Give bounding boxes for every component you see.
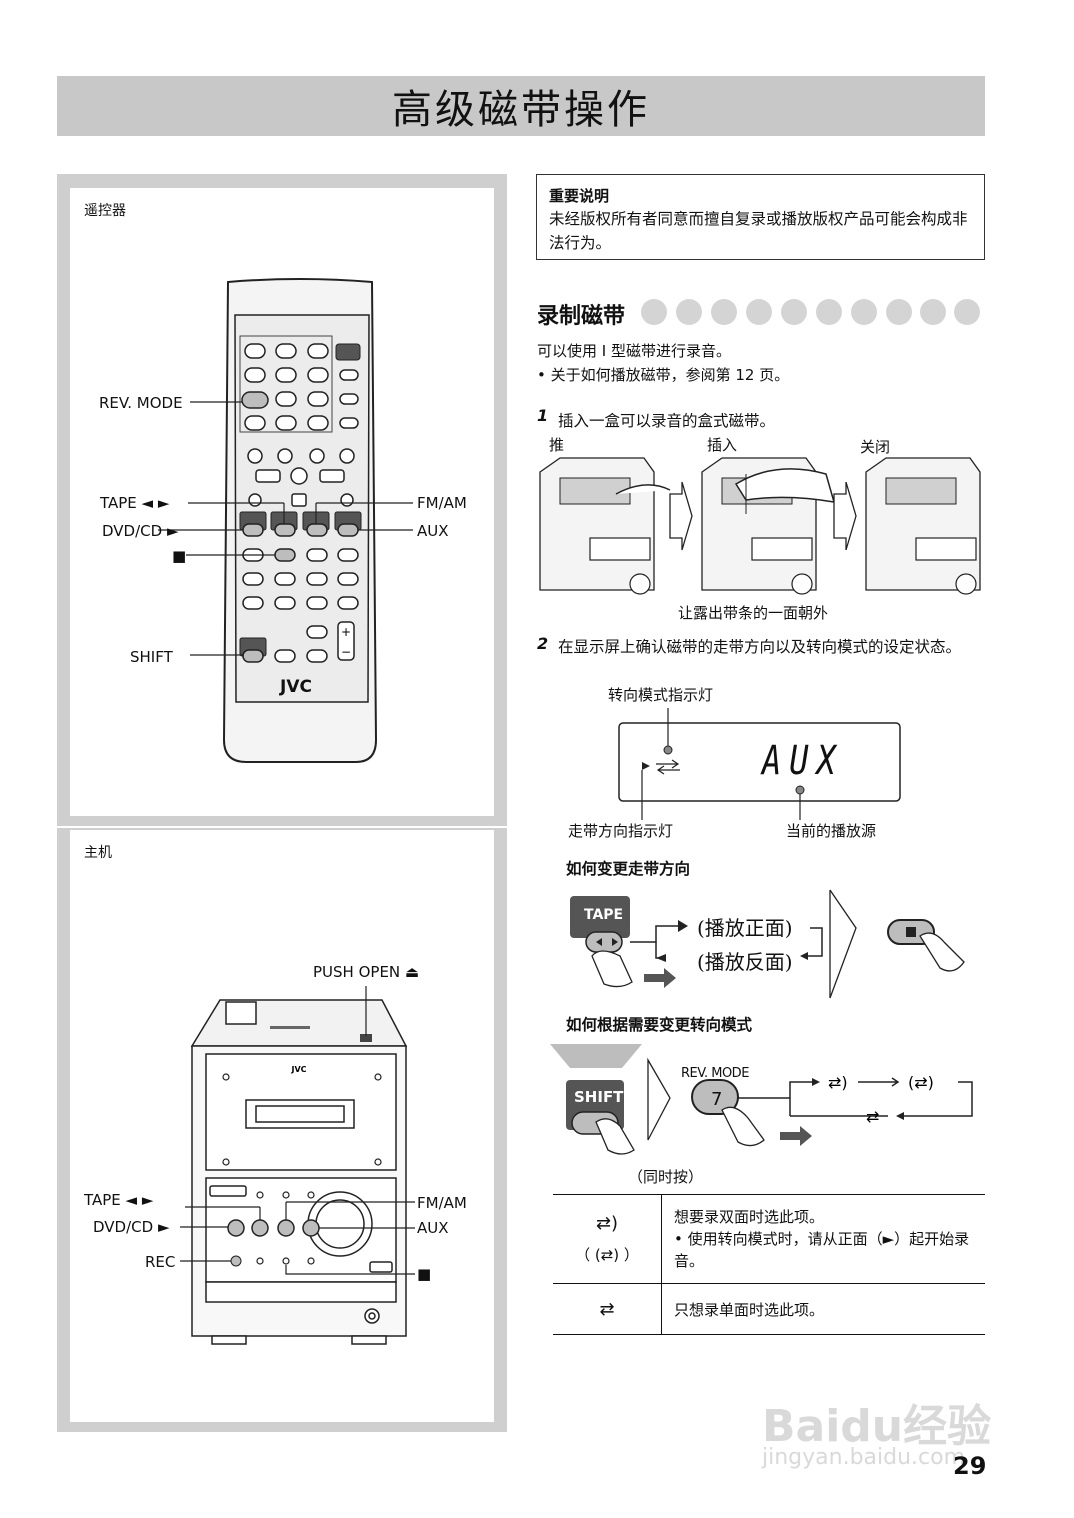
table-row: ⇄) （ (⇄) ） 想要录双面时选此项。 • 使用转向模式时，请从正面（►）起… xyxy=(553,1195,985,1284)
mode-desc-cell: 想要录双面时选此项。 • 使用转向模式时，请从正面（►）起开始录音。 xyxy=(662,1195,986,1284)
display-text: AUX xyxy=(762,738,844,784)
notice-text: 未经版权所有者同意而擅自复录或播放版权产品可能会构成非法行为。 xyxy=(549,207,974,255)
direction-forward: (播放正面) xyxy=(697,912,793,941)
main-unit-label-tape: TAPE ◄ ► xyxy=(84,1191,153,1209)
step-1-caption-insert: 插入 xyxy=(707,434,737,455)
remote-label-fm-am: FM/AM xyxy=(417,494,467,512)
mode-desc-cell: 只想录单面时选此项。 xyxy=(662,1284,986,1335)
main-unit-label-stop: ■ xyxy=(417,1265,431,1283)
change-direction-heading: 如何变更走带方向 xyxy=(566,857,690,879)
direction-reverse: (播放反面) xyxy=(697,946,793,975)
page-title: 高级磁带操作 xyxy=(392,77,650,135)
rev-mode-button-label: REV. MODE xyxy=(681,1066,749,1081)
rev-mode-key: 7 xyxy=(711,1089,722,1110)
main-unit-illustration: JVC xyxy=(70,980,494,1360)
remote-label-dvd-cd: DVD/CD ► xyxy=(102,522,178,540)
remote-label-shift: SHIFT xyxy=(130,648,173,666)
remote-brand: JVC xyxy=(280,677,312,697)
mode-note: • 使用转向模式时，请从正面（►）起开始录音。 xyxy=(674,1228,973,1272)
mode-symbol-cell: ⇄) （ (⇄) ） xyxy=(553,1195,662,1284)
callout-direction-indicator: 走带方向指示灯 xyxy=(568,820,673,841)
mode-symbol-both-sides-alt: （ (⇄) ） xyxy=(565,1244,649,1265)
step-1-text: 插入一盒可以录音的盒式磁带。 xyxy=(558,409,775,431)
change-mode-heading: 如何根据需要变更转向模式 xyxy=(566,1013,752,1035)
notice-heading: 重要说明 xyxy=(549,185,609,206)
shift-button-label: SHIFT xyxy=(574,1088,623,1106)
page-number: 29 xyxy=(953,1452,986,1480)
display-illustration xyxy=(560,700,910,820)
step-1-number: 1 xyxy=(537,406,548,425)
mode-desc: 只想录单面时选此项。 xyxy=(674,1299,973,1320)
tape-button-label: TAPE xyxy=(584,907,623,923)
mode-symbol-cell: ⇄ xyxy=(553,1284,662,1335)
svg-text:⇄): ⇄) xyxy=(828,1073,848,1092)
remote-label-stop: ■ xyxy=(172,547,186,565)
remote-heading: 遥控器 xyxy=(84,200,126,220)
press-simultaneously-note: （同时按） xyxy=(628,1166,703,1187)
step-1-illustration xyxy=(536,454,986,600)
main-unit-heading: 主机 xyxy=(84,842,112,862)
main-unit-brand-logo: JVC xyxy=(290,1065,306,1074)
remote-label-rev-mode: REV. MODE xyxy=(99,394,183,412)
section-title: 录制磁带 xyxy=(537,298,625,330)
step-2-text: 在显示屏上确认磁带的走带方向以及转向模式的设定状态。 xyxy=(558,636,988,658)
callout-current-source: 当前的播放源 xyxy=(786,820,876,841)
intro-line-2: • 关于如何播放磁带，参阅第 12 页。 xyxy=(537,364,789,386)
mode-desc: 想要录双面时选此项。 xyxy=(674,1206,973,1228)
svg-text:(⇄): (⇄) xyxy=(908,1073,934,1092)
reverse-mode-table: ⇄) （ (⇄) ） 想要录双面时选此项。 • 使用转向模式时，请从正面（►）起… xyxy=(553,1194,985,1335)
intro-line-1: 可以使用 I 型磁带进行录音。 xyxy=(537,340,731,362)
page-title-bar: 高级磁带操作 xyxy=(57,76,985,136)
step-1-caption-push: 推 xyxy=(549,434,564,455)
step-2-number: 2 xyxy=(537,634,548,653)
main-unit-label-aux: AUX xyxy=(417,1219,449,1237)
main-unit-label-fm-am: FM/AM xyxy=(417,1194,467,1212)
main-unit-label-dvd-cd: DVD/CD ► xyxy=(93,1218,169,1236)
watermark-url: jingyan.baidu.com xyxy=(762,1445,965,1470)
notice-box: 重要说明 未经版权所有者同意而擅自复录或播放版权产品可能会构成非法行为。 xyxy=(536,174,985,260)
svg-text:⇄: ⇄ xyxy=(866,1107,879,1126)
main-unit-label-rec: REC xyxy=(145,1253,175,1271)
remote-label-tape: TAPE ◄ ► xyxy=(100,494,169,512)
step-1-note: 让露出带条的一面朝外 xyxy=(678,602,828,623)
svg-text:+: + xyxy=(341,625,351,639)
mode-symbol-one-side: ⇄ xyxy=(565,1299,649,1320)
table-row: ⇄ 只想录单面时选此项。 xyxy=(553,1284,985,1335)
mode-symbol-both-sides: ⇄) xyxy=(565,1213,649,1234)
remote-label-aux: AUX xyxy=(417,522,449,540)
svg-text:−: − xyxy=(341,645,351,659)
main-unit-label-push-open: PUSH OPEN ⏏ xyxy=(313,963,419,981)
